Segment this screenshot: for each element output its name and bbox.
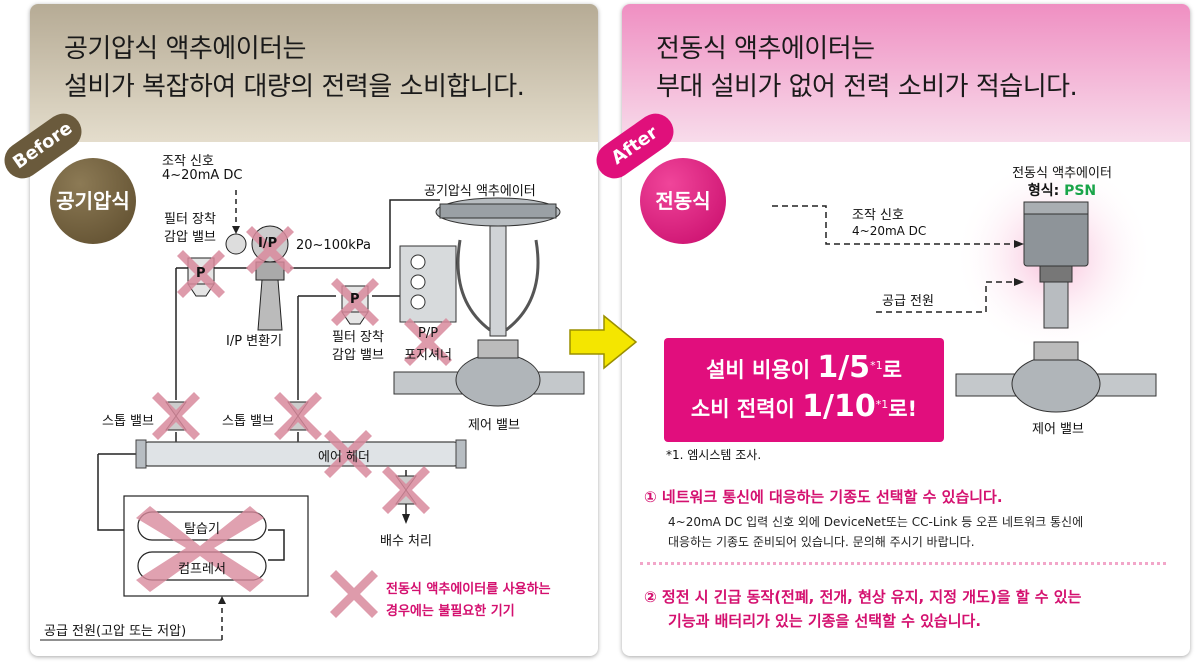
stop-valve-1-label: 스톱 밸브 [102,414,154,429]
signal-arrowhead [232,226,240,234]
compressor-label: 컴프레서 [178,562,226,577]
model-prefix: 형식: [1027,183,1065,199]
cost-line1-note: *1 [870,359,883,372]
air-header-cap-left [135,439,147,469]
power-supply-label: 공급 전원(고압 또는 저압) [44,624,187,639]
cost-line2-prefix: 소비 전력이 [690,397,803,421]
electric-actuator-shape [1023,201,1089,329]
after-header-line1: 전동식 액추에이터는 [656,34,875,64]
legend-cross-icon [330,570,378,618]
control-valve-label: 제어 밸브 [468,418,520,433]
after-signal-label-1: 조작 신호 [852,208,904,223]
pneumatic-system-diagram [40,190,585,641]
feature2-title-line1: ② 정전 시 긴급 동작(전폐, 전개, 현상 유지, 지정 개도)을 할 수 … [644,588,1082,606]
transition-arrow [569,314,638,370]
dehumidifier-label: 탈습기 [184,522,220,537]
model-name: PSN [1064,183,1097,199]
drain-label: 배수 처리 [380,534,432,549]
feature-divider [640,562,1166,565]
after-signal-arrowhead [1014,240,1024,248]
positioner-label-1: P/P [417,326,439,341]
after-control-valve-body [955,341,1157,413]
filter2-label-2: 감압 밸브 [332,348,384,363]
before-header-line1: 공기압식 액추에이터는 [64,34,306,64]
feature2-title-line2: 기능과 배터리가 있는 기종을 선택할 수 있습니다. [668,612,982,630]
air-header-shape [143,441,459,467]
model-label: 형식: PSN [1000,180,1124,200]
after-power-arrowhead [1014,278,1024,286]
pneumatic-actuator-shape [435,197,561,337]
cost-line2-value: 1/10 [802,389,876,424]
cost-line1-value: 1/5 [817,350,871,385]
cost-line2-note: *1 [875,398,889,411]
after-signal-label-2: 4~20mA DC [852,224,927,238]
pressure-label: 20~100kPa [296,238,371,253]
power-arrowhead [218,596,226,604]
footnote: *1. 엠시스템 조사. [666,448,762,462]
ip-symbol: I/P [258,236,278,251]
drain-arrowhead [402,514,410,524]
after-actuator-label: 전동식 액추에이터 [1012,166,1112,181]
cross-compressor [136,506,264,592]
filter1-label-2: 감압 밸브 [164,230,216,245]
compressor-enclosure [123,495,309,597]
after-signal-line [772,205,1020,245]
cost-line1-suffix: 로 [882,358,902,382]
filter1-label-1: 필터 장착 [164,212,216,227]
legend-line1: 전동식 액추에이터를 사용하는 [386,582,551,597]
pneumatic-badge: 공기압식 [50,158,136,244]
before-header: 공기압식 액추에이터는 설비가 복잡하여 대량의 전력을 소비합니다. [30,4,598,142]
signal-label-1: 조작 신호 [162,154,214,169]
after-power-label: 공급 전원 [882,294,934,309]
signal-label-2: 4~20mA DC [162,168,243,183]
filter2-label-1: 필터 장착 [332,330,384,345]
cost-reduction-box: 설비 비용이 1/5*1로 소비 전력이 1/10*1로! [664,338,944,442]
feature1-title: ① 네트워크 통신에 대응하는 기종도 선택할 수 있습니다. [644,488,1003,506]
after-header: 전동식 액추에이터는 부대 설비가 없어 전력 소비가 적습니다. [622,4,1190,142]
filter2-symbol: P [350,292,360,307]
feature1-body-line1: 4~20mA DC 입력 신호 외에 DeviceNet또는 CC-Link 등… [668,515,1084,529]
filter1-symbol: P [196,266,206,281]
after-panel: 전동식 액추에이터는 부대 설비가 없어 전력 소비가 적습니다. [622,4,1190,656]
cost-line1-prefix: 설비 비용이 [706,358,818,382]
cost-line2-suffix: 로! [888,397,918,421]
actuator-label: 공기압식 액추에이터 [424,184,536,199]
electric-badge: 전동식 [640,158,726,244]
ip-converter-label: I/P 변환기 [226,334,283,349]
legend-line2: 경우에는 불필요한 기기 [386,604,515,619]
after-power-line [876,281,1020,313]
positioner-label-2: 포지셔너 [404,348,452,363]
air-header-cap-right [455,439,467,469]
stop-valve-2-label: 스톱 밸브 [222,414,274,429]
before-header-line2: 설비가 복잡하여 대량의 전력을 소비합니다. [64,72,525,102]
air-header-label: 에어 헤더 [318,450,370,465]
cost-line-1: 설비 비용이 1/5*1로 [664,350,944,385]
control-valve-body [393,339,585,407]
after-control-valve-label: 제어 밸브 [1032,422,1084,437]
positioner-shape [399,245,457,323]
electric-system-diagram [772,156,1157,413]
after-header-line2: 부대 설비가 없어 전력 소비가 적습니다. [656,72,1078,102]
feature1-body-line2: 대응하는 기종도 준비되어 있습니다. 문의해 주시기 바랍니다. [668,535,975,549]
cost-line-2: 소비 전력이 1/10*1로! [664,389,944,424]
